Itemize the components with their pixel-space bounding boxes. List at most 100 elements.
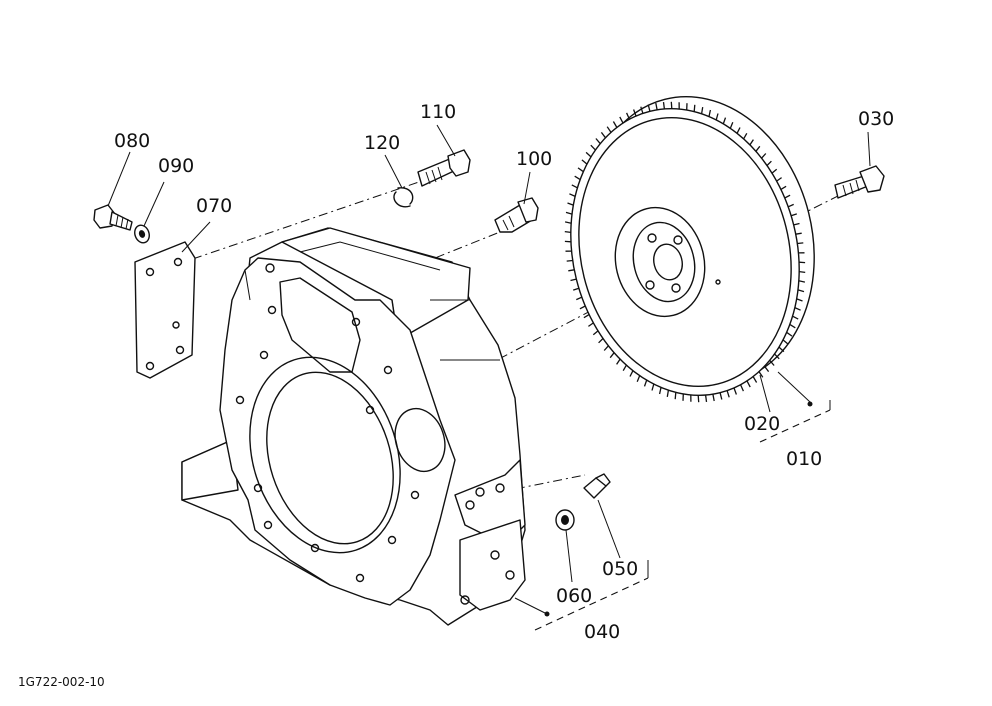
gear-tooth: [736, 127, 741, 134]
gear-tooth: [588, 322, 594, 327]
gear-tooth: [769, 359, 775, 366]
gear-tooth: [708, 109, 712, 117]
gear-tooth: [780, 185, 787, 190]
gear-tooth: [600, 132, 607, 139]
leader-lines: [107, 124, 871, 614]
group-040-bracket: [534, 560, 649, 631]
gear-tooth: [616, 358, 621, 365]
gear-tooth: [700, 106, 704, 114]
gear-tooth: [576, 296, 583, 301]
gear-tooth: [776, 177, 782, 182]
label-090: 090: [158, 155, 194, 177]
gear-tooth: [647, 104, 651, 112]
gear-tooth: [585, 151, 592, 158]
gear-tooth: [592, 330, 599, 336]
washer-120: [393, 187, 414, 208]
gear-tooth: [794, 307, 801, 311]
gear-tooth: [729, 122, 734, 129]
gear-tooth: [640, 106, 644, 114]
gear-tooth: [798, 280, 806, 283]
gear-tooth: [569, 193, 576, 197]
gear-tooth: [755, 145, 761, 152]
gear-tooth: [796, 298, 803, 302]
gear-tooth: [590, 144, 596, 151]
gear-tooth: [612, 121, 618, 128]
label-080: 080: [114, 130, 150, 152]
gear-tooth: [632, 109, 637, 117]
gear-tooth: [726, 390, 730, 398]
gear-tooth: [609, 352, 615, 359]
gear-tooth: [789, 323, 796, 329]
gear-tooth: [655, 102, 658, 110]
gear-tooth: [792, 315, 799, 320]
bolt-030: [834, 165, 885, 199]
label-100: 100: [516, 148, 552, 170]
label-120: 120: [364, 132, 400, 154]
gear-tooth: [749, 139, 754, 146]
gear-tooth: [598, 338, 604, 344]
gear-tooth: [619, 116, 624, 124]
gear-tooth: [761, 153, 767, 159]
flywheel: [564, 96, 815, 403]
gear-tooth: [786, 331, 793, 337]
bolt-110: [417, 149, 471, 187]
label-020: 020: [744, 413, 780, 435]
gear-tooth: [564, 230, 571, 234]
label-030: 030: [858, 108, 894, 130]
label-040: 040: [584, 621, 620, 643]
gear-tooth: [704, 394, 708, 402]
gear-tooth: [571, 184, 578, 189]
label-010: 010: [786, 448, 822, 470]
cover-plate: [134, 241, 196, 379]
gear-tooth: [746, 380, 751, 388]
gear-tooth: [693, 104, 696, 112]
label-050: 050: [602, 558, 638, 580]
gear-tooth: [715, 113, 719, 121]
gear-tooth: [793, 222, 800, 226]
gear-tooth: [658, 387, 662, 395]
pin-050: [583, 473, 611, 499]
gear-tooth: [566, 259, 573, 262]
gear-tooth: [795, 232, 802, 235]
gear-tooth: [712, 394, 715, 402]
gear-tooth: [666, 390, 670, 398]
gear-tooth: [733, 387, 738, 395]
gear-tooth: [606, 126, 612, 133]
gear-tooth: [662, 102, 666, 110]
gear-tooth: [565, 211, 573, 215]
gear-tooth: [674, 392, 677, 400]
bolt-080: [93, 204, 133, 231]
gear-tooth: [782, 339, 789, 345]
group-010-bracket: [759, 400, 831, 443]
label-070: 070: [196, 195, 232, 217]
gear-tooth: [651, 383, 655, 391]
gear-tooth: [771, 168, 778, 174]
gear-tooth: [797, 242, 804, 245]
gear-tooth: [581, 159, 588, 165]
gear-tooth: [579, 305, 586, 310]
gear-tooth: [577, 167, 584, 173]
gear-tooth: [758, 371, 764, 378]
gear-tooth: [719, 392, 723, 400]
gear-tooth: [595, 138, 601, 145]
gear-tooth: [778, 346, 785, 353]
gear-tooth: [568, 269, 575, 272]
gear-tooth: [763, 365, 770, 372]
gear-tooth: [574, 175, 581, 181]
gear-tooth: [766, 160, 772, 166]
gear-tooth: [583, 314, 590, 319]
gear-tooth: [799, 270, 806, 274]
gear-tooth: [743, 132, 748, 140]
gear-tooth: [629, 370, 634, 377]
gear-tooth: [622, 364, 627, 372]
gear-tooth: [564, 221, 572, 224]
flywheel-housing: [181, 227, 526, 626]
gear-tooth: [572, 287, 580, 291]
gear-tooth: [774, 353, 780, 360]
gear-tooth: [752, 376, 758, 383]
gear-tooth: [787, 203, 794, 208]
gear-tooth: [636, 375, 641, 382]
diagram-code: 1G722-002-10: [18, 675, 105, 689]
washer-090: [134, 224, 150, 244]
